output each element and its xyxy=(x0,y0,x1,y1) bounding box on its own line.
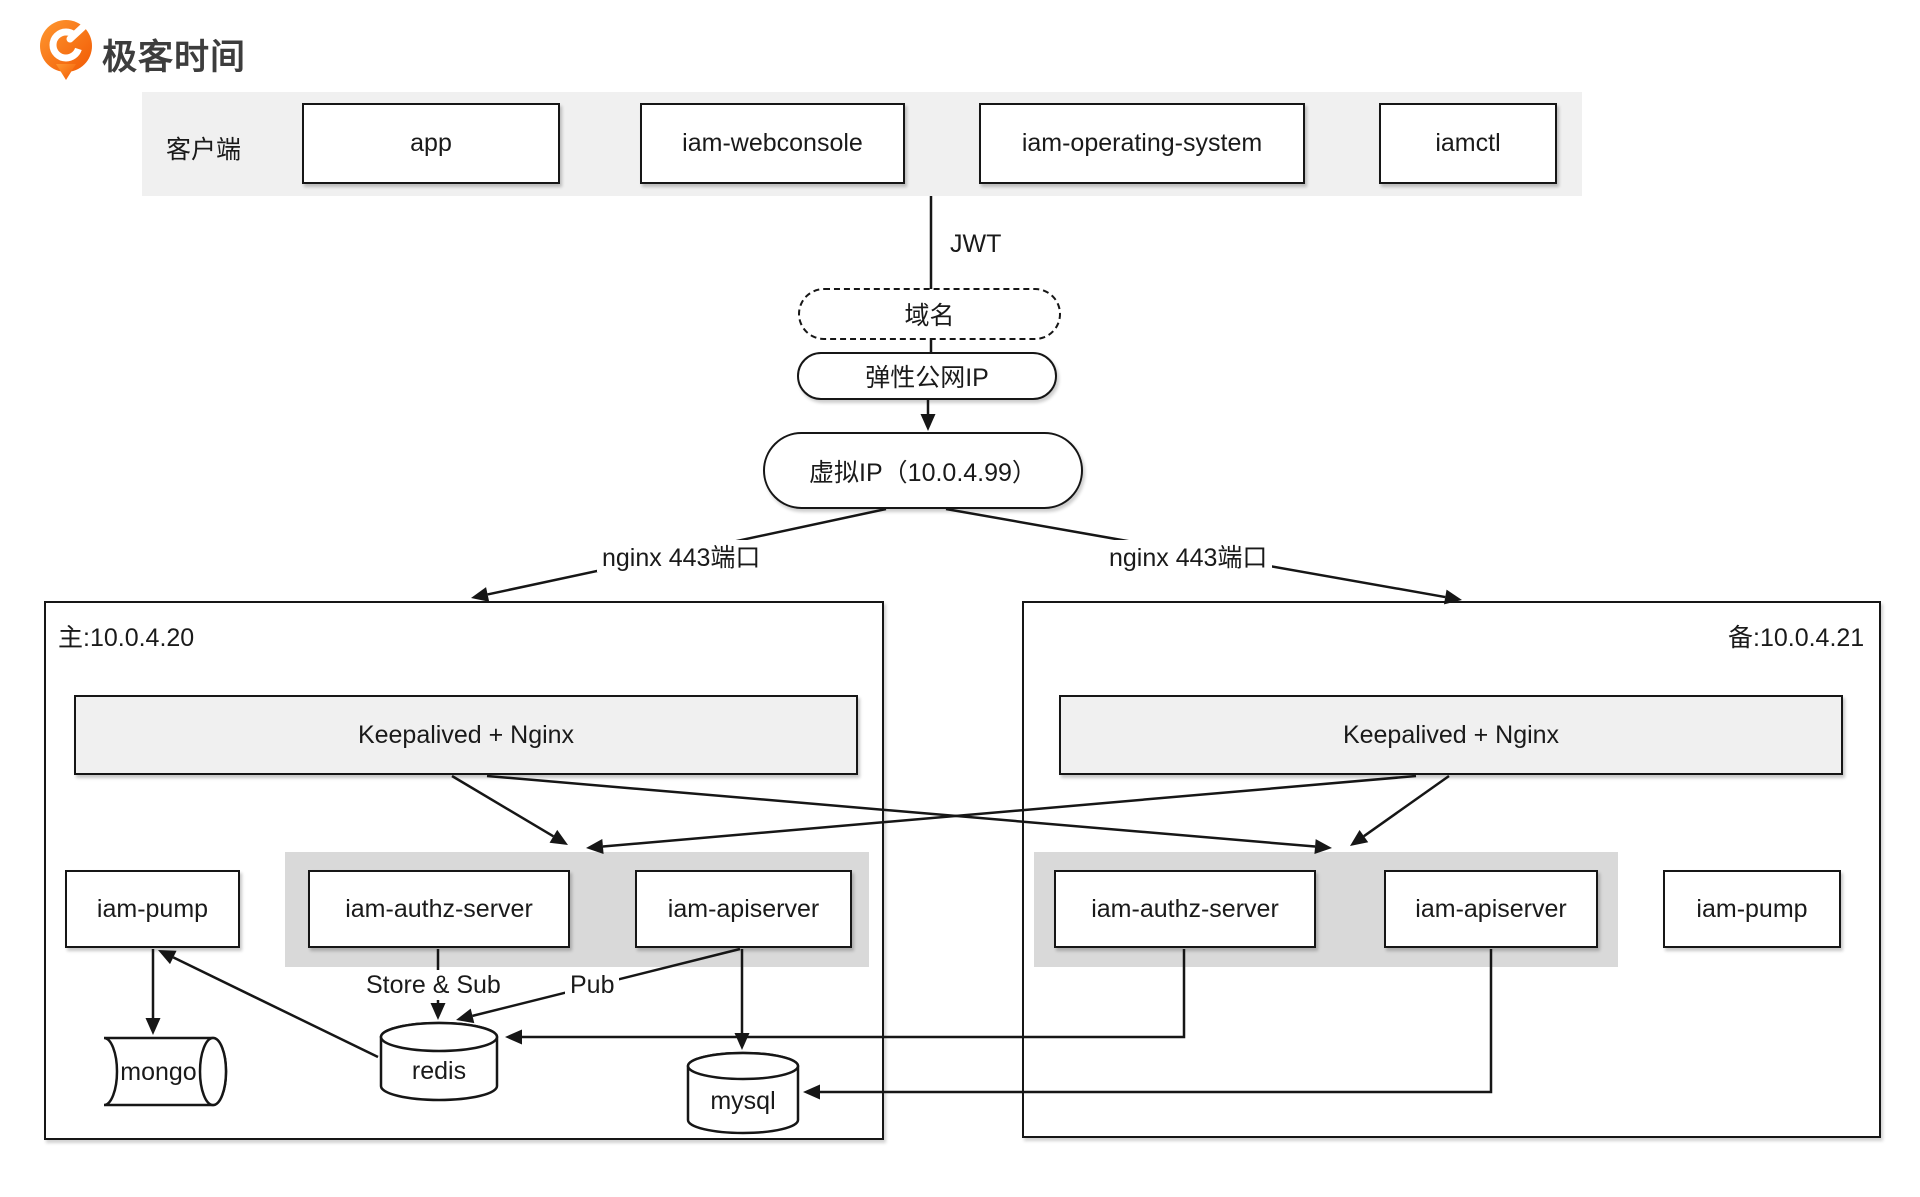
domain-label: 域名 xyxy=(904,302,955,330)
vip-node: 虚拟IP（10.0.4.99） xyxy=(763,432,1083,509)
backup-keepalived-nginx-bar: Keepalived + Nginx xyxy=(1059,695,1843,775)
primary-iam-apiserver: iam-apiserver xyxy=(635,870,852,948)
domain-node: 域名 xyxy=(798,288,1061,340)
brand-logo: 极客时间 xyxy=(36,18,356,84)
backup-iam-pump: iam-pump xyxy=(1663,870,1841,948)
primary-iam-pump: iam-pump xyxy=(65,870,240,948)
backup-iam-authz-server: iam-authz-server xyxy=(1054,870,1316,948)
geektime-logo-icon xyxy=(40,20,92,80)
client-box-iam-operating-system: iam-operating-system xyxy=(979,103,1305,184)
store-sub-label: Store & Sub xyxy=(361,970,506,1000)
eip-label: 弹性公网IP xyxy=(865,364,989,392)
primary-lb-label: Keepalived + Nginx xyxy=(357,720,575,749)
primary-keepalived-nginx-bar: Keepalived + Nginx xyxy=(74,695,858,775)
nginx-port-label-left: nginx 443端口 xyxy=(597,540,766,572)
client-box-iam-webconsole: iam-webconsole xyxy=(640,103,905,184)
mongo-label: mongo xyxy=(120,1058,197,1086)
nginx-port-label-right: nginx 443端口 xyxy=(1104,540,1273,572)
vip-label: 虚拟IP（10.0.4.99） xyxy=(809,458,1037,487)
vip-to-primary-arrowhead xyxy=(471,587,490,602)
client-box-iamctl: iamctl xyxy=(1379,103,1557,184)
primary-host-box xyxy=(44,601,884,1140)
client-box-app: app xyxy=(302,103,560,184)
redis-label: redis xyxy=(411,1057,467,1085)
backup-iam-apiserver: iam-apiserver xyxy=(1384,870,1598,948)
jwt-label: JWT xyxy=(950,230,1002,258)
mysql-label: mysql xyxy=(710,1087,776,1115)
pub-label: Pub xyxy=(565,970,620,1000)
backup-host-title: 备:10.0.4.21 xyxy=(1728,624,1865,652)
primary-host-title: 主:10.0.4.20 xyxy=(58,624,195,652)
eip-node: 弹性公网IP xyxy=(797,352,1057,400)
eip-to-vip-arrowhead xyxy=(920,414,936,431)
primary-iam-authz-server: iam-authz-server xyxy=(308,870,570,948)
client-strip-label: 客户端 xyxy=(166,136,242,164)
brand-logo-text: 极客时间 xyxy=(102,38,247,77)
backup-lb-label: Keepalived + Nginx xyxy=(1342,720,1560,749)
